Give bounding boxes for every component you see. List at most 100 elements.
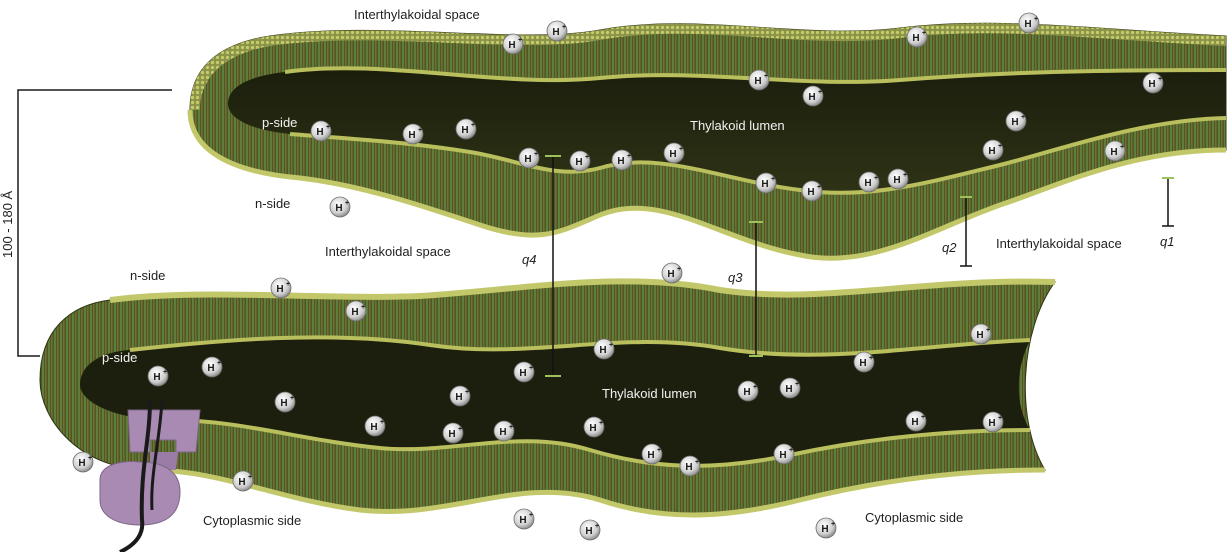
proton-icon: H+ (680, 456, 700, 476)
proton-charge: + (627, 153, 631, 160)
proton-icon: H+ (494, 421, 514, 441)
proton-icon: H+ (612, 150, 632, 170)
proton-charge: + (795, 381, 799, 388)
proton-symbol: H (499, 427, 506, 438)
top-thylakoid (190, 23, 1226, 258)
proton-icon: H+ (907, 27, 927, 47)
proton-charge: + (998, 415, 1002, 422)
q1-marker (1162, 178, 1174, 226)
proton-charge: + (922, 30, 926, 37)
proton-icon: H+ (450, 386, 470, 406)
proton-symbol: H (575, 157, 582, 168)
proton-icon: H+ (888, 169, 908, 189)
proton-icon: H+ (519, 148, 539, 168)
proton-charge: + (921, 414, 925, 421)
proton-icon: H+ (803, 86, 823, 106)
proton-icon: H+ (664, 143, 684, 163)
proton-charge: + (903, 172, 907, 179)
proton-charge: + (326, 124, 330, 131)
proton-charge: + (286, 281, 290, 288)
proton-symbol: H (276, 284, 283, 295)
proton-symbol: H (455, 392, 462, 403)
q4-label: q4 (522, 252, 536, 267)
proton-symbol: H (351, 307, 358, 318)
bottom-n-side-label: n-side (130, 268, 165, 283)
proton-symbol: H (912, 33, 919, 44)
proton-charge: + (529, 365, 533, 372)
proton-symbol: H (585, 526, 592, 537)
top-n-side-label: n-side (255, 196, 290, 211)
proton-icon: H+ (148, 366, 168, 386)
scale-label: 100 - 180 Å (0, 190, 15, 258)
proton-charge: + (290, 395, 294, 402)
proton-symbol: H (589, 423, 596, 434)
proton-charge: + (1034, 16, 1038, 23)
proton-icon: H+ (1105, 141, 1125, 161)
proton-charge: + (88, 455, 92, 462)
proton-charge: + (585, 154, 589, 161)
proton-icon: H+ (756, 173, 776, 193)
right-interthylakoidal-label: Interthylakoidal space (996, 236, 1122, 251)
proton-charge: + (679, 146, 683, 153)
proton-symbol: H (667, 269, 674, 280)
proton-symbol: H (859, 358, 866, 369)
proton-icon: H+ (738, 381, 758, 401)
proton-symbol: H (779, 450, 786, 461)
proton-charge: + (163, 369, 167, 376)
proton-icon: H+ (1143, 73, 1163, 93)
top-lumen-label: Thylakoid lumen (690, 118, 785, 133)
proton-icon: H+ (514, 509, 534, 529)
proton-charge: + (818, 89, 822, 96)
proton-charge: + (418, 127, 422, 134)
proton-charge: + (677, 266, 681, 273)
proton-icon: H+ (859, 172, 879, 192)
proton-symbol: H (988, 418, 995, 429)
proton-charge: + (1021, 114, 1025, 121)
q2-label: q2 (942, 240, 957, 255)
proton-icon: H+ (802, 181, 822, 201)
proton-symbol: H (519, 368, 526, 379)
proton-icon: H+ (774, 444, 794, 464)
proton-symbol: H (807, 187, 814, 198)
proton-symbol: H (519, 515, 526, 526)
proton-icon: H+ (233, 471, 253, 491)
proton-icon: H+ (780, 378, 800, 398)
middle-interthylakoidal-label: Interthylakoidal space (325, 244, 451, 259)
proton-icon: H+ (456, 119, 476, 139)
proton-icon: H+ (816, 518, 836, 538)
proton-charge: + (874, 175, 878, 182)
proton-icon: H+ (584, 417, 604, 437)
proton-symbol: H (669, 149, 676, 160)
proton-icon: H+ (311, 121, 331, 141)
proton-icon: H+ (443, 423, 463, 443)
proton-symbol: H (448, 429, 455, 440)
proton-icon: H+ (594, 339, 614, 359)
cytoplasmic-left-label: Cytoplasmic side (203, 513, 301, 528)
proton-symbol: H (508, 40, 515, 51)
proton-charge: + (534, 151, 538, 158)
proton-symbol: H (761, 179, 768, 190)
proton-symbol: H (78, 458, 85, 469)
proton-symbol: H (754, 76, 761, 87)
proton-symbol: H (743, 387, 750, 398)
q1-label: q1 (1160, 234, 1174, 249)
proton-charge: + (789, 447, 793, 454)
proton-icon: H+ (983, 412, 1003, 432)
proton-icon: H+ (514, 362, 534, 382)
proton-charge: + (986, 327, 990, 334)
proton-icon: H+ (330, 197, 350, 217)
q3-label: q3 (728, 270, 743, 285)
proton-icon: H+ (570, 151, 590, 171)
proton-icon: H+ (1019, 13, 1039, 33)
proton-charge: + (529, 512, 533, 519)
top-interthylakoidal-label: Interthylakoidal space (354, 7, 480, 22)
proton-icon: H+ (403, 124, 423, 144)
proton-icon: H+ (271, 278, 291, 298)
proton-charge: + (753, 384, 757, 391)
proton-icon: H+ (346, 301, 366, 321)
proton-charge: + (869, 355, 873, 362)
proton-symbol: H (408, 130, 415, 141)
proton-icon: H+ (365, 416, 385, 436)
proton-icon: H+ (906, 411, 926, 431)
proton-symbol: H (976, 330, 983, 341)
